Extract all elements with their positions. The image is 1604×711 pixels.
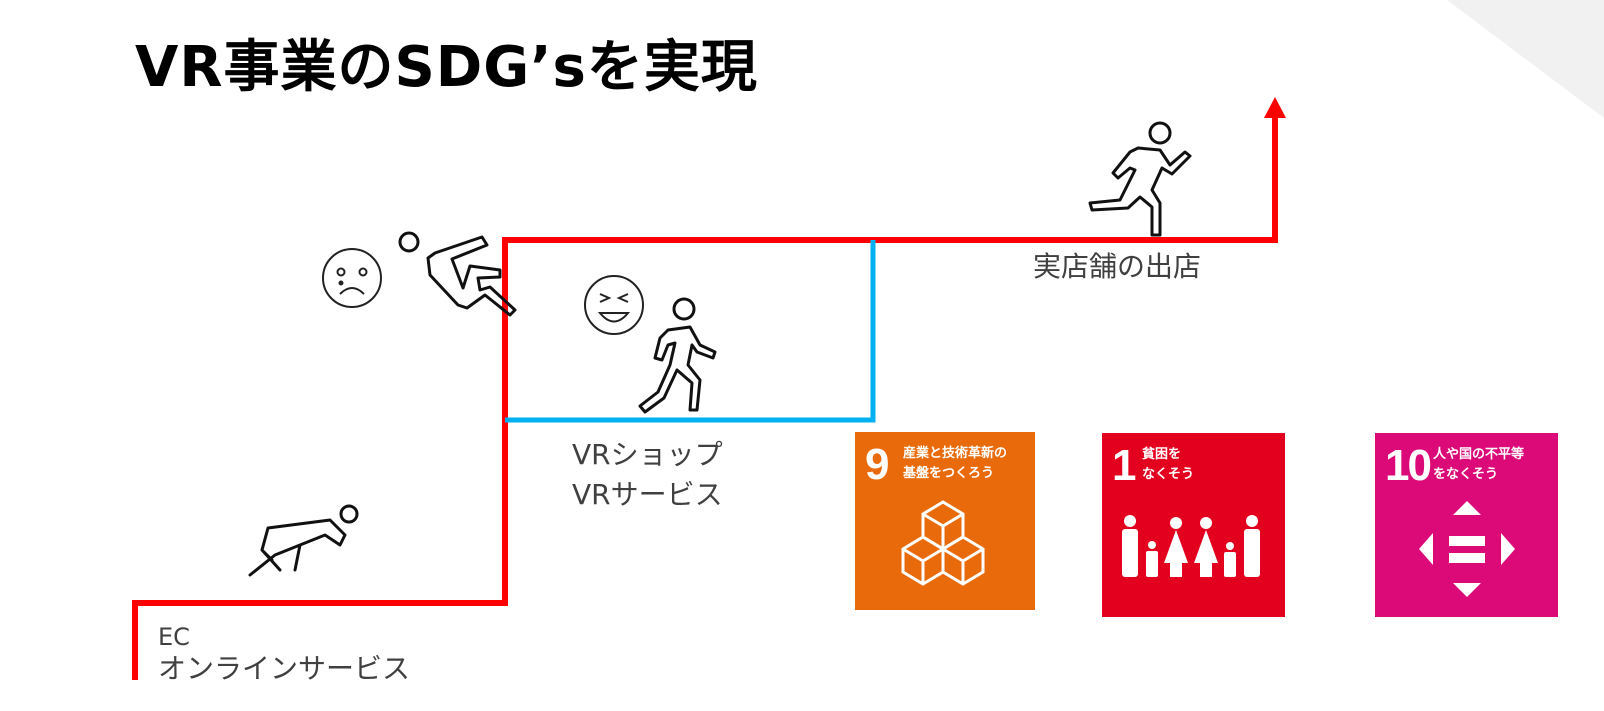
sdg-title-line2: なくそう (1142, 467, 1195, 482)
arrow-head-icon (1264, 97, 1286, 118)
running-person-icon (1088, 121, 1192, 237)
corner-decoration (1447, 0, 1604, 118)
vr-step-line (505, 240, 876, 423)
page-title: VR事業のSDG’sを実現 (135, 35, 758, 100)
ec-label: EC (158, 623, 190, 651)
sad-face-icon (322, 248, 382, 308)
online-service-label: オンラインサービス (158, 652, 411, 685)
laughing-face-icon (584, 275, 644, 335)
real-store-label: 実店舗の出店 (1033, 250, 1202, 283)
sdg-title-line1: 人や国の不平等 (1433, 447, 1525, 462)
sdg-title-line1: 産業と技術革新の (903, 446, 1008, 461)
sdg-title-line2: 基盤をつくろう (903, 466, 995, 481)
sdg-number: 1 (1112, 441, 1137, 490)
family-icon (1122, 515, 1260, 577)
sdg-tile-1: 1 貧困を なくそう (1102, 433, 1285, 617)
sdg-title: 貧困を なくそう (1142, 445, 1194, 485)
crouching-person-icon (248, 504, 359, 577)
sdg-title: 産業と技術革新の 基盤をつくろう (903, 444, 1007, 484)
equality-arrows-icon (1419, 501, 1515, 597)
sdg-title-line2: をなくそう (1433, 467, 1499, 482)
falling-person-icon (398, 231, 517, 317)
sdg-tile-10: 10 人や国の不平等 をなくそう (1375, 433, 1558, 617)
sdg-tile-9: 9 産業と技術革新の 基盤をつくろう (855, 432, 1035, 610)
vr-service-label: VRサービス (572, 478, 723, 511)
sdg-number: 10 (1385, 441, 1432, 490)
sdg-title: 人や国の不平等 をなくそう (1433, 445, 1524, 485)
cubes-icon (901, 500, 985, 586)
sdg-title-line1: 貧困を (1142, 447, 1182, 462)
walking-person-icon (638, 297, 717, 414)
vr-shop-label: VRショップ (572, 438, 723, 471)
sdg-number: 9 (865, 440, 890, 489)
